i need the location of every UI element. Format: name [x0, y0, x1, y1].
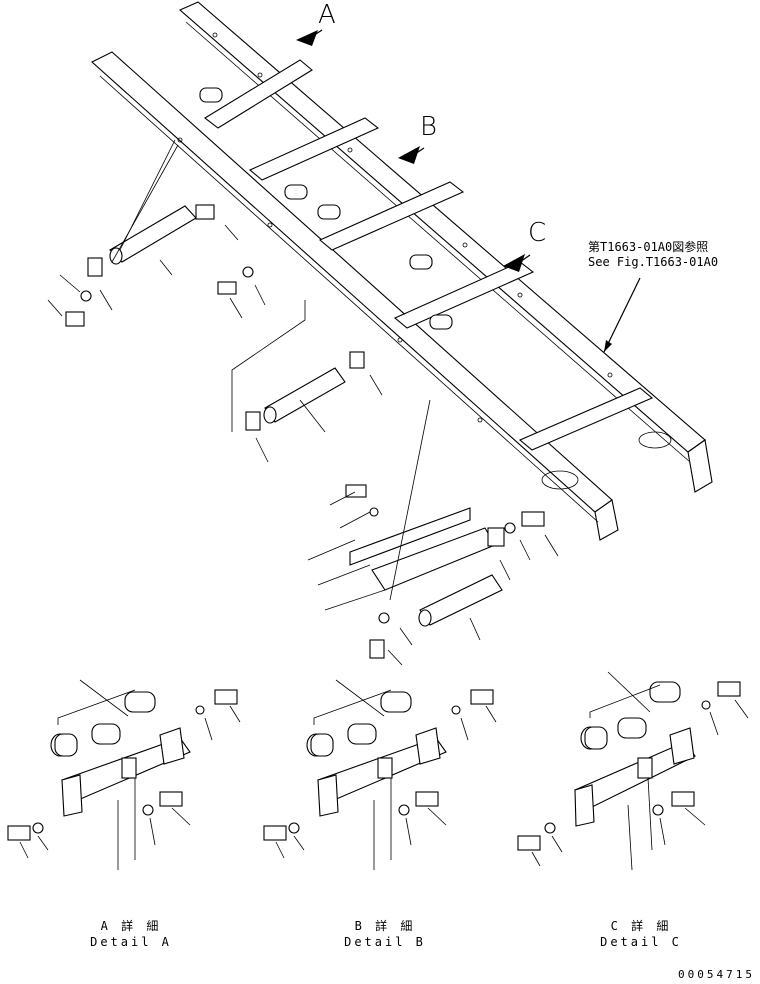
detail-b-drawing: [263, 679, 497, 870]
detail-c-caption: C 詳 細 Detail C: [586, 918, 696, 950]
detail-a-en: Detail A: [90, 935, 172, 949]
detail-b-en: Detail B: [344, 935, 426, 949]
callout-b: B: [420, 112, 438, 142]
exploded-center-assembly: [307, 399, 559, 666]
detail-a-drawing: [7, 679, 241, 870]
exploded-left-upper: [47, 139, 266, 327]
callout-c: C: [528, 218, 547, 248]
callout-a: A: [318, 0, 336, 30]
arrow-a-icon: [296, 30, 318, 46]
main-frame: [91, 1, 713, 541]
arrow-b-icon: [398, 146, 420, 164]
callout-arrows: [296, 29, 641, 353]
detail-b-caption: B 詳 細 Detail B: [330, 918, 440, 950]
detail-c-en: Detail C: [600, 935, 682, 949]
detail-a-caption: A 詳 細 Detail A: [76, 918, 186, 950]
arrow-c-icon: [503, 254, 525, 272]
reference-note: 第T1663-01A0図参照 See Fig.T1663-01A0: [588, 240, 718, 270]
reference-jp: 第T1663-01A0図参照: [588, 240, 709, 254]
reference-en: See Fig.T1663-01A0: [588, 255, 719, 269]
exploded-left-lower: [231, 300, 383, 463]
detail-c-drawing: [517, 671, 749, 871]
drawing-code: 00054715: [678, 968, 755, 981]
detail-a-jp: A 詳 細: [100, 919, 162, 933]
detail-b-jp: B 詳 細: [354, 919, 416, 933]
detail-c-jp: C 詳 細: [610, 919, 672, 933]
